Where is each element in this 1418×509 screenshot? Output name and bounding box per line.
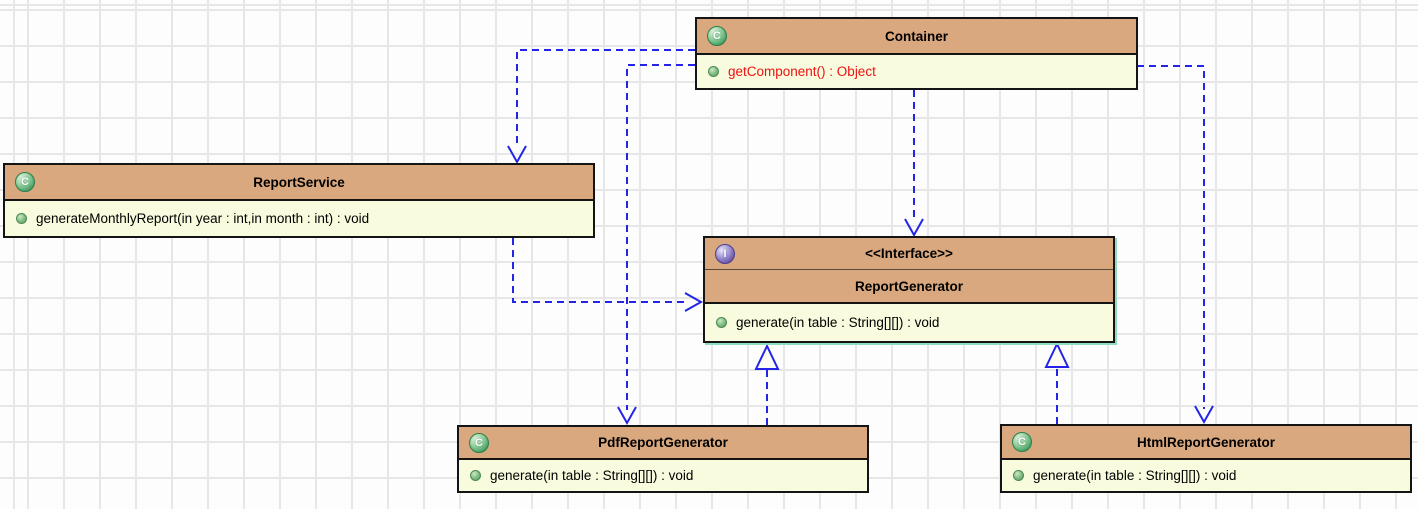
method-signature: getComponent() : Object xyxy=(728,64,876,79)
methods-compartment: getComponent() : Object xyxy=(697,55,1136,88)
edge-container-reportservice[interactable] xyxy=(507,49,695,165)
class-icon: C xyxy=(1012,432,1032,452)
class-header: C ReportService xyxy=(5,165,593,201)
class-name: Container xyxy=(884,28,948,44)
class-header: C PdfReportGenerator xyxy=(459,427,867,460)
method-signature: generateMonthlyReport(in year : int,in m… xyxy=(36,211,370,226)
class-icon: C xyxy=(707,26,727,46)
methods-compartment: generateMonthlyReport(in year : int,in m… xyxy=(5,201,593,236)
methods-compartment: generate(in table : String[][]) : void xyxy=(1002,460,1410,491)
method-signature: generate(in table : String[][]) : void xyxy=(736,315,940,330)
stereotype-label: <<Interface>> xyxy=(865,246,953,261)
edge-reportservice-reportgenerator[interactable] xyxy=(512,238,704,312)
class-node-reportservice[interactable]: C ReportService generateMonthlyReport(in… xyxy=(3,163,595,238)
interface-stereotype-header: I <<Interface>> xyxy=(705,238,1113,270)
edge-container-pdfreportgenerator[interactable] xyxy=(617,64,695,426)
public-method-icon xyxy=(1013,470,1024,481)
method-signature: generate(in table : String[][]) : void xyxy=(1033,468,1237,483)
method-row[interactable]: generate(in table : String[][]) : void xyxy=(1002,468,1410,483)
method-signature: generate(in table : String[][]) : void xyxy=(490,468,694,483)
public-method-icon xyxy=(470,470,481,481)
class-name: ReportService xyxy=(253,174,345,190)
class-node-pdfreportgenerator[interactable]: C PdfReportGenerator generate(in table :… xyxy=(457,425,869,493)
class-header: C Container xyxy=(697,19,1136,55)
method-row[interactable]: generate(in table : String[][]) : void xyxy=(459,468,867,483)
class-name: PdfReportGenerator xyxy=(598,435,728,450)
class-node-htmlreportgenerator[interactable]: C HtmlReportGenerator generate(in table … xyxy=(1000,424,1412,493)
interface-icon: I xyxy=(715,243,735,264)
method-row[interactable]: generateMonthlyReport(in year : int,in m… xyxy=(5,211,593,226)
interface-node-reportgenerator[interactable]: I <<Interface>> ReportGenerator generate… xyxy=(703,236,1115,343)
class-node-container[interactable]: C Container getComponent() : Object xyxy=(695,17,1138,90)
edge-pdfreportgenerator-realizes-reportgenerator[interactable] xyxy=(754,343,780,425)
interface-name-header: ReportGenerator xyxy=(705,270,1113,304)
method-row[interactable]: getComponent() : Object xyxy=(697,64,1136,79)
class-header: C HtmlReportGenerator xyxy=(1002,426,1410,460)
interface-name: ReportGenerator xyxy=(854,278,964,294)
class-icon: C xyxy=(469,432,489,453)
method-row[interactable]: generate(in table : String[][]) : void xyxy=(705,315,1113,330)
class-name: HtmlReportGenerator xyxy=(1136,434,1276,450)
class-icon: C xyxy=(15,172,35,192)
public-method-icon xyxy=(16,213,27,224)
public-method-icon xyxy=(716,317,727,328)
edge-htmlreportgenerator-realizes-reportgenerator[interactable] xyxy=(1044,341,1070,424)
edge-container-htmlreportgenerator[interactable] xyxy=(1137,65,1214,425)
edge-container-reportgenerator[interactable] xyxy=(904,90,924,238)
methods-compartment: generate(in table : String[][]) : void xyxy=(705,304,1113,341)
methods-compartment: generate(in table : String[][]) : void xyxy=(459,460,867,491)
public-method-icon xyxy=(708,66,719,77)
